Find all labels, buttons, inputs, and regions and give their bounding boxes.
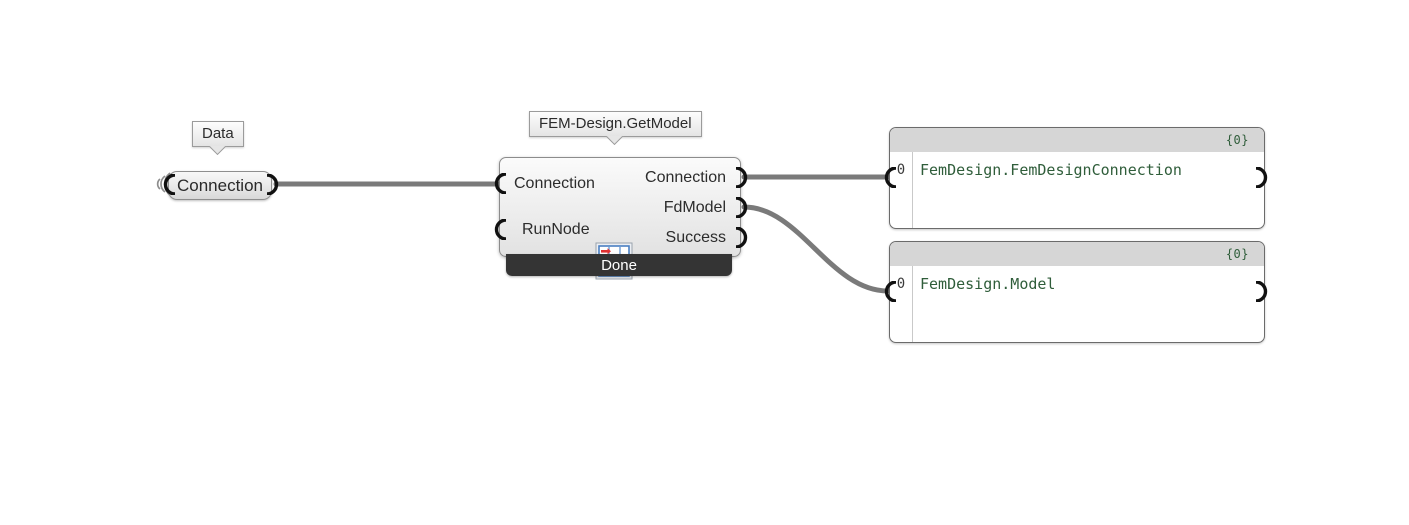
- port-fn-output-success[interactable]: [735, 227, 751, 248]
- fn-input-label-runnode: RunNode: [522, 221, 590, 238]
- watch-node-divider: [912, 266, 913, 342]
- watch-node-connection[interactable]: {0} 0 FemDesign.FemDesignConnection: [889, 127, 1265, 229]
- port-fn-input-connection[interactable]: [491, 173, 507, 194]
- port-fn-output-connection[interactable]: [735, 167, 751, 188]
- tooltip-tail: [209, 146, 227, 155]
- fn-output-label-connection: Connection: [645, 169, 726, 186]
- port-watch2-output[interactable]: [1255, 281, 1271, 302]
- function-node-tooltip-label: FEM-Design.GetModel: [539, 115, 692, 132]
- watch-row-index: 0: [896, 162, 906, 178]
- port-connection-input-left[interactable]: [160, 174, 176, 195]
- tooltip-tail: [606, 136, 624, 145]
- fn-input-label-connection: Connection: [514, 175, 595, 192]
- watch-node-body: 0 FemDesign.FemDesignConnection: [890, 152, 1264, 228]
- watch-row-value: FemDesign.Model: [920, 275, 1056, 293]
- table-row[interactable]: 0 FemDesign.FemDesignConnection: [890, 160, 1182, 180]
- input-node-tooltip: Data: [192, 121, 244, 148]
- node-fem-design-getmodel[interactable]: Connection RunNode Connection FdModel Su…: [499, 157, 741, 280]
- port-fn-output-fdmodel[interactable]: [735, 197, 751, 218]
- port-fn-input-runnode[interactable]: [491, 219, 507, 240]
- port-watch2-input[interactable]: [881, 281, 897, 302]
- watch-node-header: {0}: [890, 128, 1264, 152]
- watch-row-value: FemDesign.FemDesignConnection: [920, 161, 1182, 179]
- port-watch1-output[interactable]: [1255, 167, 1271, 188]
- port-watch1-input[interactable]: [881, 167, 897, 188]
- node-connection-input[interactable]: Connection: [168, 171, 272, 200]
- watch-node-count-label: {0}: [1225, 133, 1249, 147]
- node-status-bar: Done: [506, 254, 732, 276]
- wire-output-fdmodel-to-watch2: [741, 204, 891, 294]
- node-status-label: Done: [601, 256, 637, 274]
- port-connection-input-output[interactable]: [266, 174, 282, 195]
- fn-output-label-fdmodel: FdModel: [663, 199, 726, 216]
- watch-row-index: 0: [896, 276, 906, 292]
- fn-output-label-success: Success: [665, 229, 726, 246]
- watch-node-body: 0 FemDesign.Model: [890, 266, 1264, 342]
- watch-node-model[interactable]: {0} 0 FemDesign.Model: [889, 241, 1265, 343]
- node-connection-input-label: Connection: [176, 175, 263, 195]
- input-node-tooltip-label: Data: [202, 125, 234, 142]
- watch-node-count-label: {0}: [1225, 247, 1249, 261]
- function-node-tooltip: FEM-Design.GetModel: [529, 111, 702, 138]
- table-row[interactable]: 0 FemDesign.Model: [890, 274, 1056, 294]
- watch-node-divider: [912, 152, 913, 228]
- watch-node-header: {0}: [890, 242, 1264, 266]
